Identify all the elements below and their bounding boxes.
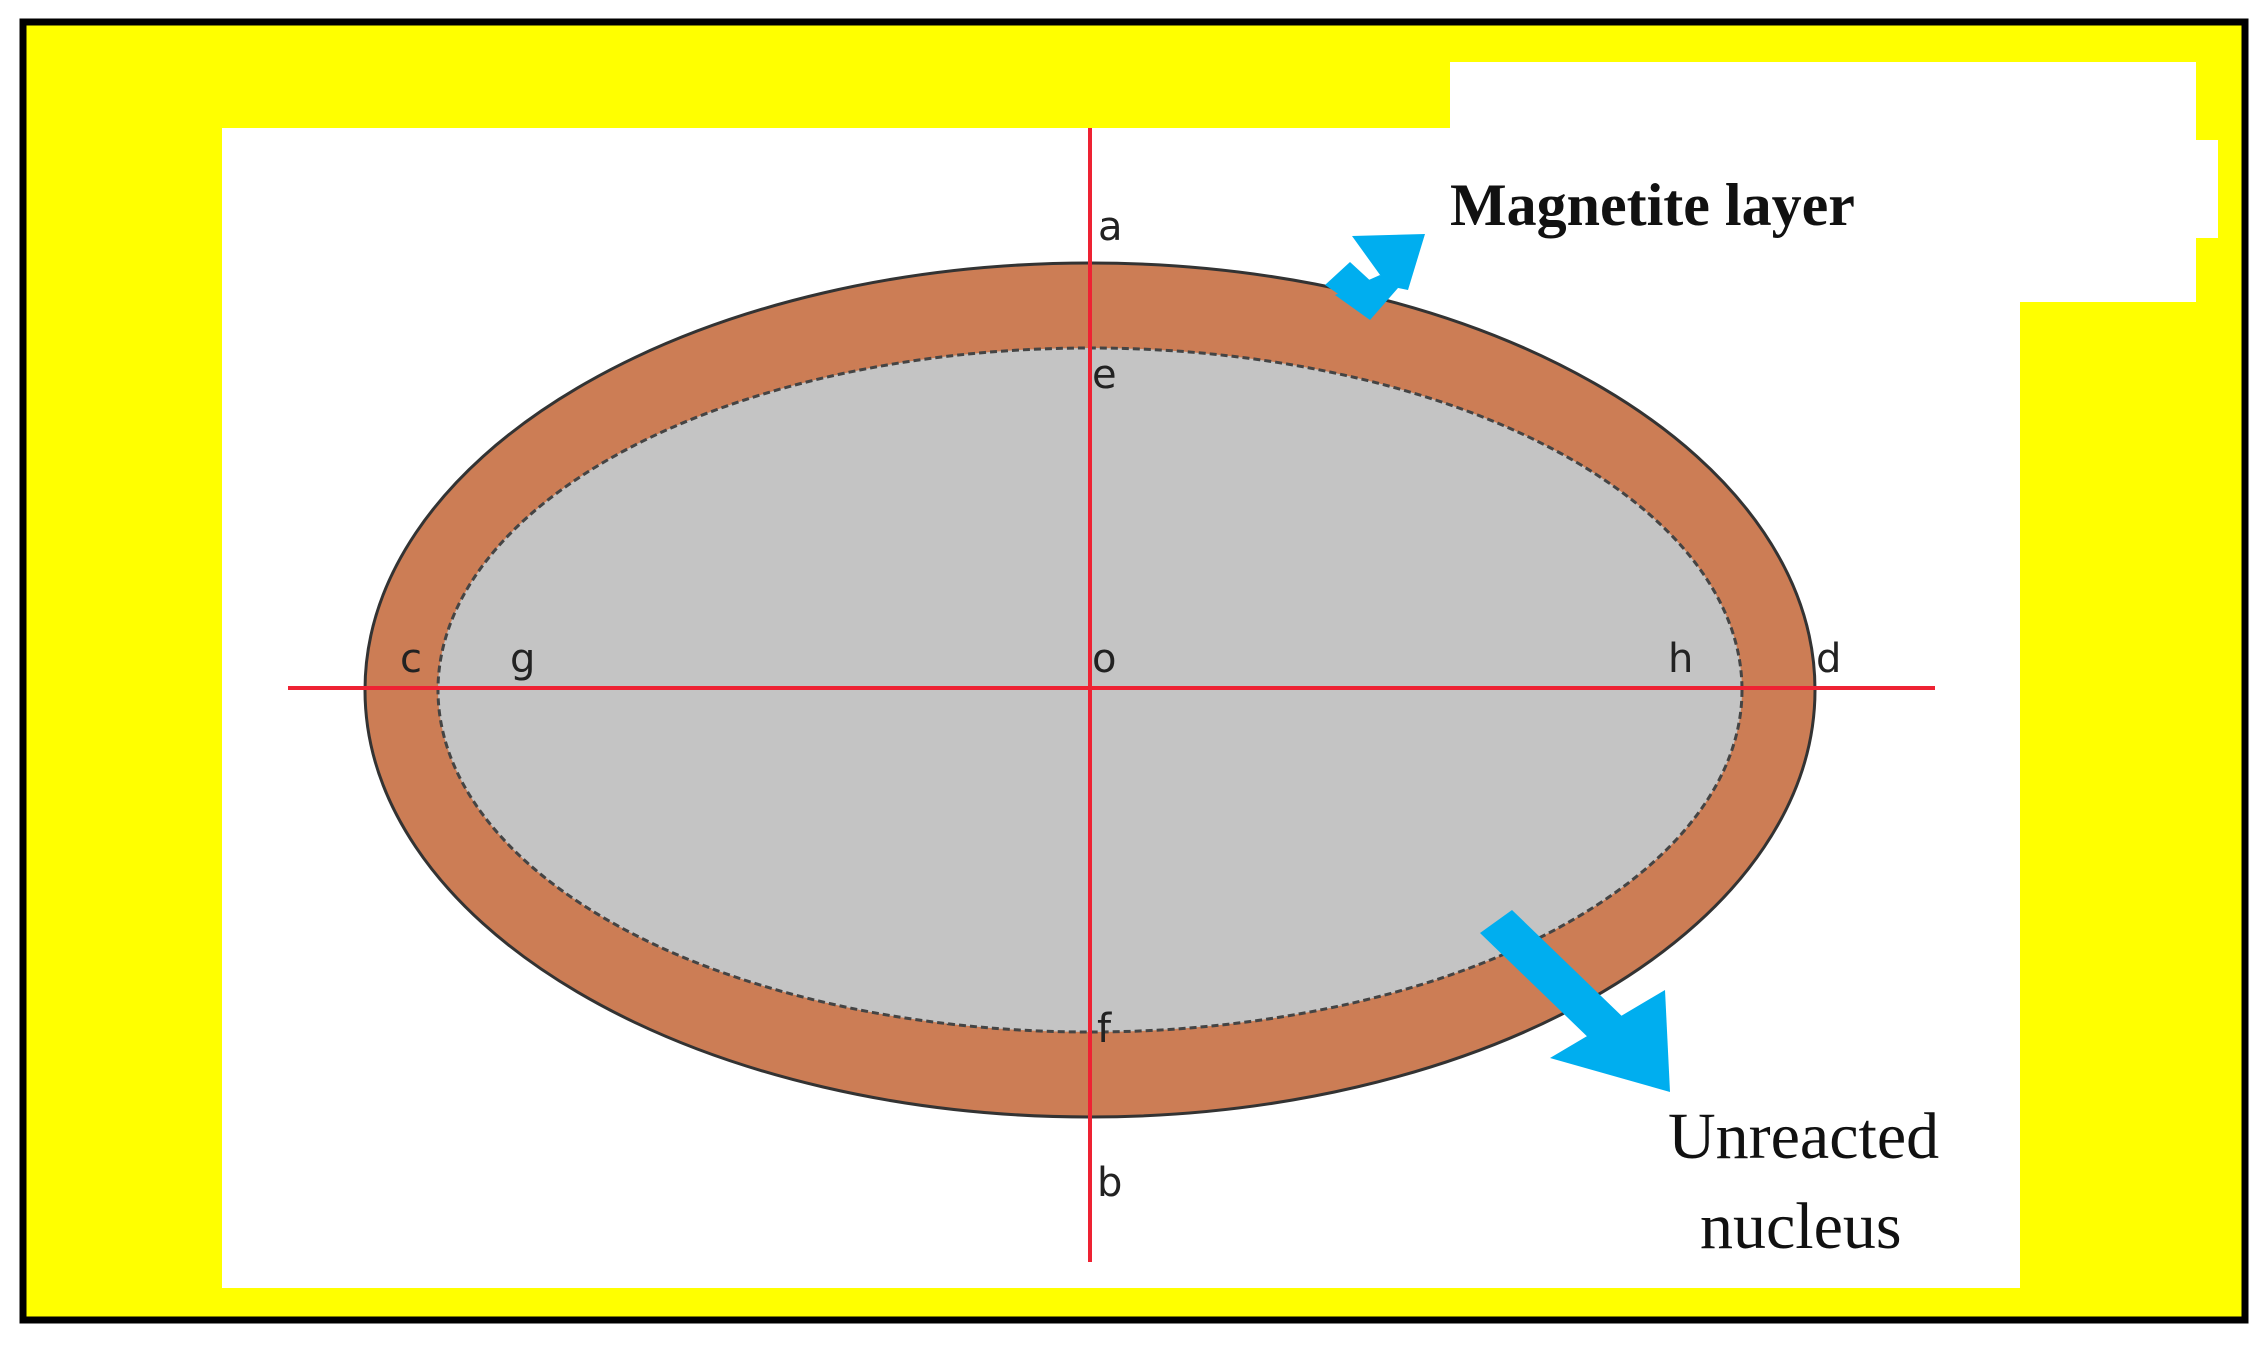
point-label-g: g <box>510 636 535 682</box>
point-label-d: d <box>1816 636 1841 682</box>
point-label-e: e <box>1092 352 1117 398</box>
unreacted-nucleus-label-line1: Unreacted <box>1668 1100 1939 1173</box>
point-label-f: f <box>1097 1006 1112 1052</box>
arrow-up-right-icon <box>1325 234 1425 320</box>
point-label-a: a <box>1098 204 1123 250</box>
arrow-down-right-icon <box>1480 910 1670 1092</box>
magnetite-layer-label: Magnetite layer <box>1450 172 1855 238</box>
magnetite-label-box-extension <box>2150 140 2218 238</box>
point-label-b: b <box>1097 1160 1122 1206</box>
magnetite-label-box <box>1450 62 2196 302</box>
unreacted-nucleus-label-line2: nucleus <box>1700 1190 1902 1263</box>
point-label-c: c <box>400 636 422 682</box>
point-label-h: h <box>1668 636 1693 682</box>
point-label-o: o <box>1092 636 1116 682</box>
